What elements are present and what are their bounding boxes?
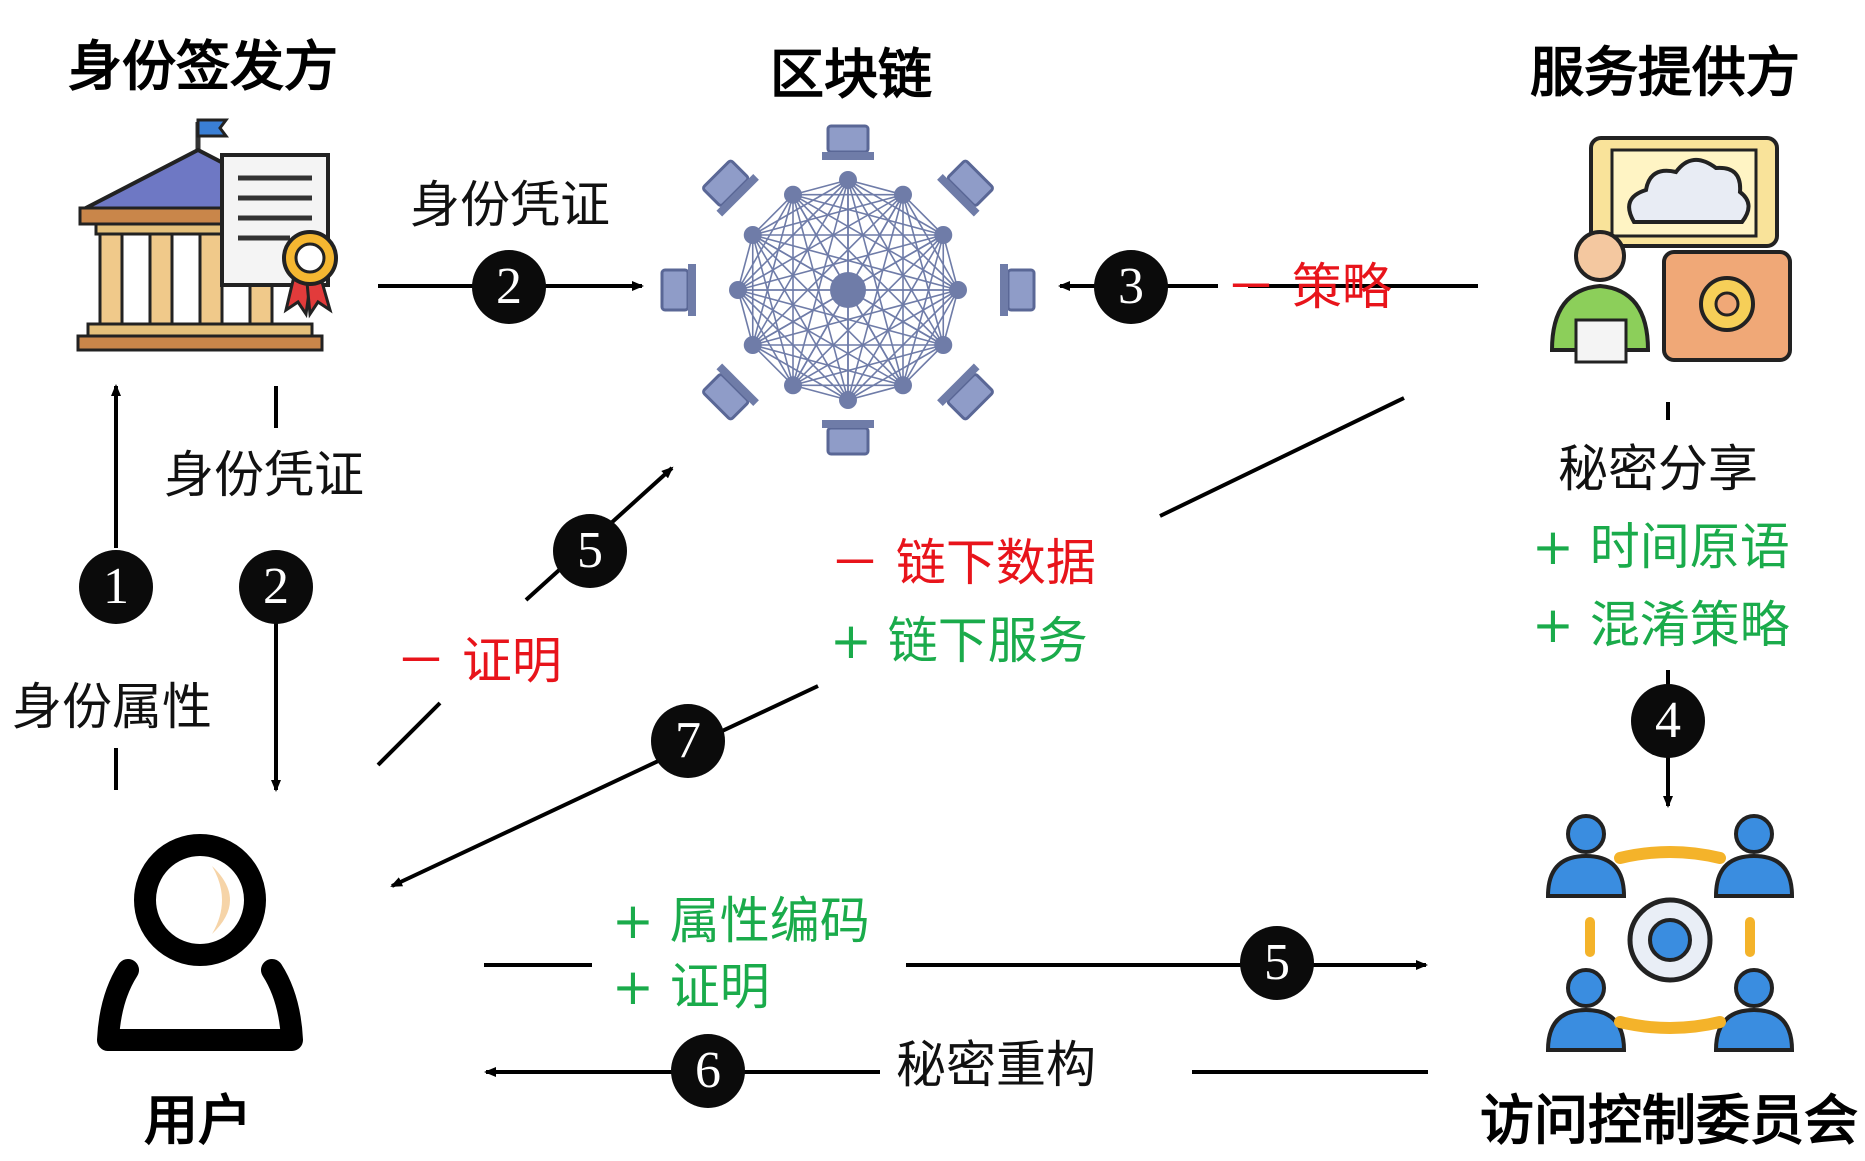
label-proof: － 证明	[396, 632, 562, 690]
step-badge-6: 6	[671, 1034, 745, 1108]
mesh-edge	[902, 194, 944, 236]
mesh-spoke	[752, 289, 849, 346]
mesh-spoke	[752, 234, 849, 291]
terminal-icon	[822, 420, 874, 456]
mesh-edge	[751, 234, 794, 386]
mesh-edge	[752, 194, 904, 346]
network-node	[894, 185, 912, 204]
label-policy: － 策略	[1226, 258, 1392, 316]
user-icon	[97, 834, 303, 1051]
label-secret-reconstruct: 秘密重构	[896, 1036, 1096, 1094]
mesh-edge	[847, 384, 904, 401]
label-obfuscation: + 混淆策略	[1532, 596, 1790, 654]
certificate-icon	[220, 153, 338, 319]
network-node	[949, 281, 967, 299]
step-badge-2: 2	[239, 550, 313, 624]
mesh-edge	[752, 194, 794, 236]
mesh-edge	[752, 234, 959, 291]
mesh-edge	[737, 234, 754, 291]
network-node	[729, 281, 747, 299]
mesh-edge	[737, 289, 754, 346]
mesh-edge	[847, 179, 904, 386]
terminal-icon	[937, 159, 994, 217]
line-user-chain-lower	[376, 701, 442, 767]
mesh-edge	[752, 289, 959, 346]
label-secret-share: 秘密分享	[1558, 440, 1758, 498]
mesh-spoke	[792, 194, 849, 291]
mesh-spoke	[792, 289, 849, 386]
step-badge-2: 2	[472, 250, 546, 324]
mesh-spoke	[847, 234, 944, 291]
mesh-edge	[751, 194, 794, 346]
committee-member-icon	[1545, 814, 1627, 898]
blockchain-title: 区块链	[770, 43, 932, 106]
label-offchain-data: － 链下数据	[830, 534, 1096, 592]
committee-title: 访问控制委员会	[1480, 1089, 1858, 1152]
terminal-icon	[702, 159, 759, 217]
step-badge-5: 5	[553, 514, 627, 588]
committee-member-icon	[1713, 968, 1795, 1052]
committee-icon	[1545, 814, 1795, 1052]
step-badge-3: 3	[1094, 250, 1168, 324]
terminal-icon	[1000, 264, 1036, 316]
committee-member-icon	[1545, 968, 1627, 1052]
mesh-edge	[942, 234, 959, 291]
label-attr-encoding: + 属性编码	[612, 892, 870, 950]
mesh-edge	[902, 344, 944, 386]
label-proof-plus: + 证明	[612, 958, 770, 1016]
mesh-edge	[942, 289, 959, 346]
network-node	[784, 185, 802, 204]
step-badge-4: 4	[1631, 684, 1705, 758]
mesh-spoke	[847, 289, 904, 386]
network-node	[894, 376, 912, 395]
terminal-icon	[660, 264, 696, 316]
blockchain-network-icon	[660, 124, 1036, 456]
network-node	[934, 226, 953, 244]
mesh-edge	[792, 194, 944, 346]
network-node	[839, 171, 857, 189]
network-node	[784, 376, 802, 395]
step-badge-5: 5	[1240, 926, 1314, 1000]
provider-title: 服务提供方	[1530, 41, 1800, 104]
mesh-edge	[847, 194, 904, 401]
network-node	[839, 391, 857, 409]
issuer-title: 身份签发方	[68, 35, 338, 98]
mesh-spoke	[847, 194, 904, 291]
network-hub	[830, 272, 866, 308]
mesh-edge	[792, 179, 849, 386]
mesh-edge	[752, 344, 794, 386]
network-node	[743, 336, 762, 354]
mesh-edge	[792, 384, 849, 401]
step-badge-7: 7	[651, 704, 725, 778]
cloud-service-icon	[1549, 136, 1792, 364]
network-node	[743, 226, 762, 244]
mesh-edge	[792, 193, 944, 236]
mesh-edge	[792, 234, 944, 386]
committee-member-icon	[1713, 814, 1795, 898]
terminal-icon	[702, 363, 759, 421]
mesh-edge	[847, 179, 904, 196]
terminal-icon	[937, 363, 994, 421]
line-provider-user-upper	[1159, 396, 1405, 518]
terminal-icon	[822, 124, 874, 160]
step-badge-1: 1	[79, 550, 153, 624]
connectors	[111, 281, 1673, 1077]
label-attributes: 身份属性	[12, 678, 212, 736]
mesh-edge	[737, 234, 944, 291]
mesh-edge	[792, 194, 849, 401]
label-offchain-service: + 链下服务	[830, 612, 1088, 670]
user-title: 用户	[144, 1089, 252, 1152]
network-node	[934, 336, 953, 354]
mesh-edge	[737, 289, 944, 346]
mesh-edge	[752, 234, 904, 386]
label-credential-left: 身份凭证	[164, 446, 364, 504]
label-credential-top: 身份凭证	[410, 176, 610, 234]
arrow-provider-to-user	[390, 684, 819, 888]
mesh-edge	[792, 179, 849, 196]
label-time-primitive: + 时间原语	[1532, 518, 1790, 576]
mesh-spoke	[847, 289, 944, 346]
